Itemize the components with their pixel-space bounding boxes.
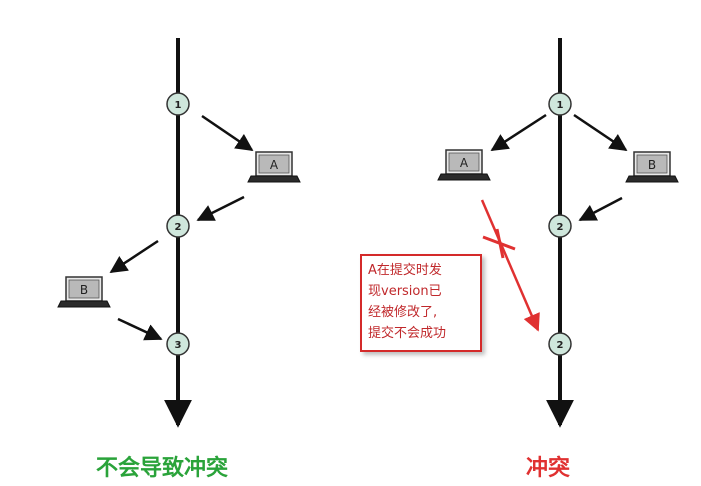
left-arrows — [109, 114, 254, 341]
conflict-note-line-2: 现version已 — [368, 284, 442, 299]
conflict-note-line-3: 经被修改了, — [368, 305, 438, 320]
left-node-1: 1 — [166, 92, 190, 116]
conflict-caption: 冲突 — [526, 456, 571, 481]
right-node-3: 2 — [548, 332, 572, 356]
left-node-2: 2 — [166, 214, 190, 238]
right-node-3-label: 2 — [557, 340, 564, 351]
left-computer-b-icon: B — [57, 276, 111, 308]
conflict-arrow — [480, 199, 540, 332]
right-computer-b-icon: B — [625, 151, 679, 183]
right-node-2: 2 — [548, 214, 572, 238]
right-computer-a-icon: A — [437, 149, 491, 181]
right-computer-a-label: A — [460, 156, 469, 170]
right-node-1-label: 1 — [557, 100, 564, 111]
right-node-1: 1 — [548, 92, 572, 116]
right-arrows — [490, 113, 628, 222]
left-node-3: 3 — [166, 332, 190, 356]
right-computer-b-label: B — [648, 158, 656, 172]
left-computer-b-label: B — [80, 283, 88, 297]
conflict-note-line-1: A在提交时发 — [368, 263, 442, 278]
conflict-note: A在提交时发 现version已 经被修改了, 提交不会成功 — [360, 254, 482, 352]
conflict-note-line-4: 提交不会成功 — [368, 326, 447, 341]
no-conflict-caption: 不会导致冲突 — [96, 456, 229, 481]
left-computer-a-icon: A — [247, 151, 301, 183]
left-node-3-label: 3 — [175, 340, 182, 351]
left-computer-a-label: A — [270, 158, 279, 172]
left-node-1-label: 1 — [175, 100, 182, 111]
right-node-2-label: 2 — [557, 222, 564, 233]
left-node-2-label: 2 — [175, 222, 182, 233]
